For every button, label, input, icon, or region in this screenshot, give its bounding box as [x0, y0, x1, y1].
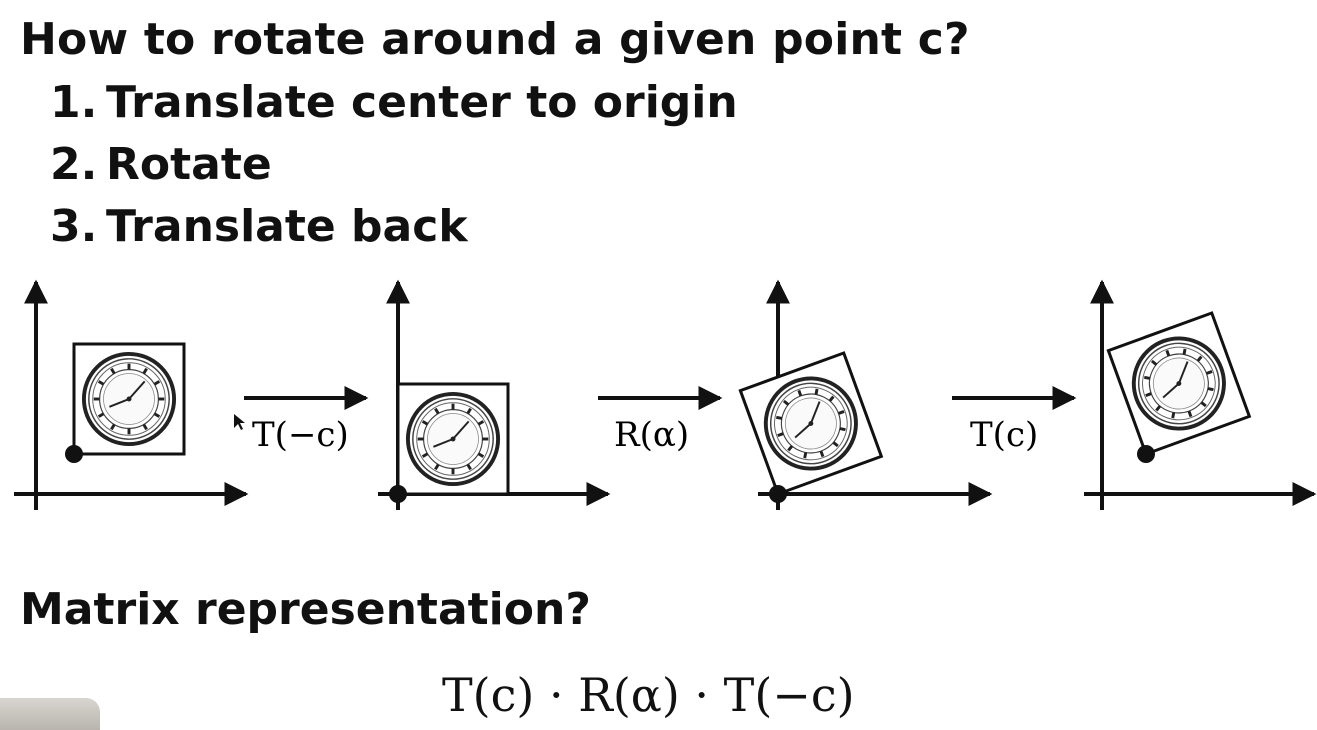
- pivot-point: [65, 445, 83, 463]
- clock-icon: [405, 391, 501, 487]
- panel-result: [1084, 279, 1317, 510]
- step-3: 3.Translate back: [50, 200, 738, 262]
- transform-label-translate-back: T(c): [970, 415, 1038, 455]
- rotation-diagram: T(−c) R(α) T(c): [14, 279, 1317, 510]
- panel-rotated: [738, 279, 993, 510]
- step-text: Translate center to origin: [106, 77, 738, 128]
- step-1: 1.Translate center to origin: [50, 76, 738, 138]
- pivot-point: [769, 485, 787, 503]
- pivot-point: [1137, 445, 1155, 463]
- webcam-overlay: [0, 698, 100, 730]
- step-number: 2.: [50, 139, 98, 190]
- clock-icon: [81, 351, 177, 447]
- pivot-point: [389, 485, 407, 503]
- mouse-cursor-icon: [234, 414, 245, 430]
- steps-list: 1.Translate center to origin 2.Rotate 3.…: [50, 76, 738, 262]
- panel-translated: [378, 279, 611, 510]
- step-number: 3.: [50, 201, 98, 252]
- step-text: Translate back: [106, 201, 468, 252]
- slide-title: How to rotate around a given point c?: [20, 14, 970, 65]
- section-subtitle: Matrix representation?: [20, 584, 591, 635]
- transform-3: T(c): [952, 386, 1077, 455]
- step-2: 2.Rotate: [50, 138, 738, 200]
- transform-label-translate-neg: T(−c): [252, 415, 349, 455]
- transform-1: T(−c): [244, 386, 369, 455]
- matrix-formula: T(c) · R(α) · T(−c): [442, 668, 855, 722]
- panel-original: [14, 279, 249, 510]
- step-number: 1.: [50, 77, 98, 128]
- step-text: Rotate: [106, 139, 272, 190]
- transform-2: R(α): [598, 386, 723, 455]
- transform-label-rotate: R(α): [614, 415, 689, 455]
